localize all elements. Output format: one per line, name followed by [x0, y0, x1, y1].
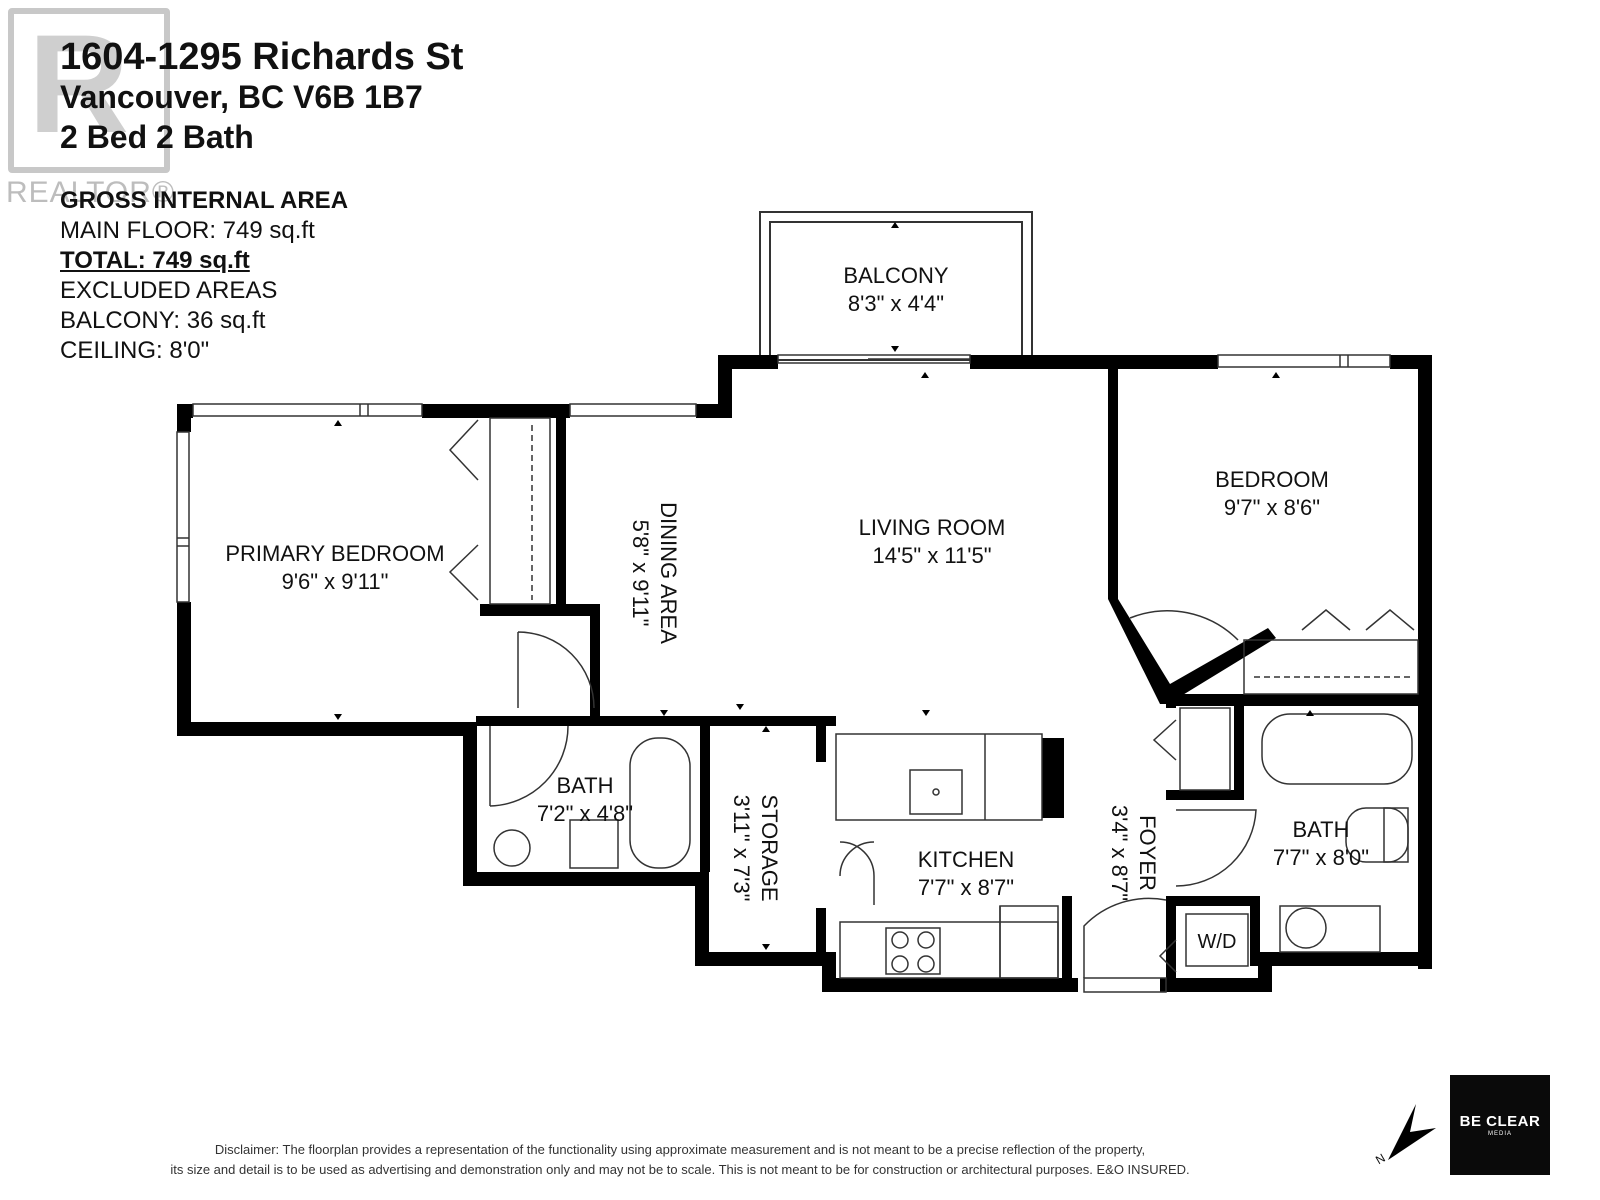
total-area: TOTAL: 749 sq.ft: [60, 247, 250, 274]
fixtures: [448, 417, 1419, 993]
room-balcony: BALCONY 8'3" x 4'4": [796, 262, 996, 318]
disclaimer-line1: Disclaimer: The floorplan provides a rep…: [214, 1142, 1146, 1157]
room-washer-dryer: W/D: [1197, 931, 1237, 953]
room-bath-2-name: BATH: [1292, 817, 1350, 842]
room-foyer-dims: 3'4" x 8'7": [1107, 804, 1132, 902]
room-primary-name: PRIMARY BEDROOM: [225, 541, 445, 566]
address-line1: 1604-1295 Richards St: [60, 36, 464, 78]
room-bedroom-name: BEDROOM: [1215, 467, 1329, 492]
room-kitchen-name: KITCHEN: [917, 847, 1015, 872]
balcony-area: BALCONY: 36 sq.ft: [60, 307, 266, 334]
be-clear-media-logo: BE CLEAR MEDIA: [1450, 1075, 1550, 1175]
exterior-walls: [177, 355, 1432, 992]
room-dining: DINING AREA 5'8" x 9'11": [626, 473, 682, 673]
excluded-areas-heading: EXCLUDED AREAS: [60, 277, 278, 304]
room-storage: STORAGE 3'11" x 7'3": [727, 763, 783, 933]
room-kitchen: KITCHEN 7'7" x 8'7": [876, 846, 1056, 902]
realtor-logo-letter: R: [28, 5, 130, 162]
realtor-logo: [8, 8, 170, 173]
room-kitchen-dims: 7'7" x 8'7": [917, 875, 1015, 900]
brand-line1: BE CLEAR: [1459, 1113, 1541, 1130]
room-foyer-name: FOYER: [1135, 815, 1160, 891]
room-primary-bedroom: PRIMARY BEDROOM 9'6" x 9'11": [210, 540, 460, 596]
bedroom-diagonal-wall: [1108, 599, 1276, 704]
beds-baths: 2 Bed 2 Bath: [60, 119, 254, 155]
disclaimer-line2: its size and detail is to be used as adv…: [170, 1162, 1190, 1177]
room-primary-dims: 9'6" x 9'11": [281, 569, 389, 594]
room-bath-1: BATH 7'2" x 4'8": [510, 772, 660, 828]
room-bath-1-dims: 7'2" x 4'8": [536, 801, 634, 826]
room-bath-1-name: BATH: [556, 773, 614, 798]
room-storage-dims: 3'11" x 7'3": [729, 794, 754, 902]
compass-north-icon: [1388, 1104, 1436, 1160]
room-bath-2: BATH 7'7" x 8'0": [1246, 816, 1396, 872]
room-storage-name: STORAGE: [757, 794, 782, 902]
room-bath-2-dims: 7'7" x 8'0": [1272, 845, 1370, 870]
room-dining-name: DINING AREA: [656, 502, 681, 644]
room-bedroom-dims: 9'7" x 8'6": [1223, 495, 1321, 520]
room-balcony-name: BALCONY: [843, 263, 949, 288]
realtor-logo-text: REALTOR®: [6, 176, 176, 209]
room-living-dims: 14'5" x 11'5": [872, 543, 992, 568]
main-floor-area: MAIN FLOOR: 749 sq.ft: [60, 217, 315, 244]
windows: [176, 354, 1391, 603]
room-balcony-dims: 8'3" x 4'4": [847, 291, 945, 316]
gross-internal-area-heading: GROSS INTERNAL AREA: [60, 187, 349, 214]
dimension-markers: [334, 222, 1314, 950]
room-foyer: FOYER 3'4" x 8'7": [1105, 768, 1161, 938]
room-living: LIVING ROOM 14'5" x 11'5": [822, 514, 1042, 570]
balcony-outline: [759, 211, 1033, 361]
address-line2: Vancouver, BC V6B 1B7: [60, 79, 423, 115]
ceiling-height: CEILING: 8'0": [60, 337, 210, 364]
brand-line2: MEDIA: [1487, 1131, 1512, 1137]
room-dining-dims: 5'8" x 9'11": [628, 519, 653, 627]
room-bedroom: BEDROOM 9'7" x 8'6": [1172, 466, 1372, 522]
room-living-name: LIVING ROOM: [858, 515, 1006, 540]
